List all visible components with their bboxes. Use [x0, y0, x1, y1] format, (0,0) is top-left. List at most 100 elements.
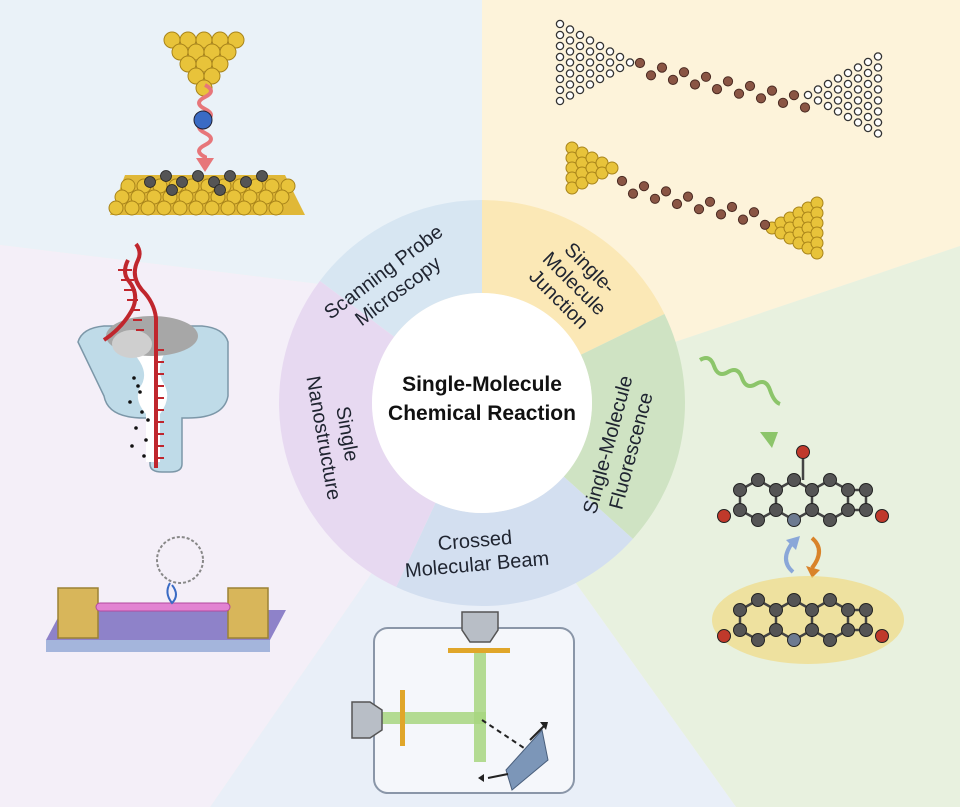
carbon-atom: [863, 90, 873, 100]
center-title-line1: Single-Molecule: [402, 373, 562, 396]
switch-arrow-orange-icon: [810, 536, 821, 570]
analyte-dot: [130, 444, 134, 448]
carbon-atom: [585, 80, 595, 89]
molecular-wire-icon: [616, 175, 771, 230]
gold-atom: [220, 200, 236, 216]
junction-illustration: [555, 19, 883, 260]
atom: [787, 513, 801, 527]
carbon-atom: [853, 107, 863, 116]
gold-atom: [236, 200, 252, 216]
analyte-dot: [134, 426, 138, 430]
atom: [787, 473, 801, 487]
beam-horizontal: [382, 712, 486, 724]
carbon-atom: [555, 52, 565, 62]
ring-segment-smf: [563, 314, 685, 539]
atom: [823, 473, 837, 487]
analyte-dot: [138, 390, 142, 394]
fluorophore-molecule-icon: [717, 445, 889, 527]
carbon-atom: [823, 90, 833, 100]
carbon-atom: [615, 63, 625, 73]
carbon-atom: [733, 88, 745, 99]
rotation-arrow-up-head-icon: [540, 722, 548, 730]
dna-base-pairs: [118, 269, 164, 459]
atom-icon: [193, 110, 213, 130]
electrode-left-icon: [57, 587, 99, 639]
oxygen-atom: [875, 629, 889, 643]
carbon-atom: [585, 58, 595, 67]
carbon-atom: [704, 196, 716, 207]
carbon-atom: [853, 85, 863, 94]
carbon-atom: [863, 57, 873, 67]
carbon-atom: [224, 170, 236, 182]
carbon-atom: [595, 74, 605, 84]
carbon-atom: [873, 85, 883, 94]
spm-illustration: [108, 31, 305, 216]
carbon-atom: [863, 68, 873, 78]
carbon-atom: [565, 91, 575, 100]
fluorescence-illustration: [698, 356, 904, 664]
ring-segment-smj: [482, 200, 665, 355]
carbon-atom: [555, 30, 565, 40]
gold-atom: [140, 200, 156, 216]
carbon-atom: [843, 68, 853, 78]
atom: [841, 603, 855, 617]
beam-vertical: [474, 650, 486, 762]
carbon-atom: [755, 93, 767, 104]
carbon-atom: [766, 85, 778, 96]
gold-atom: [211, 55, 229, 73]
rotation-arrow-down-head-icon: [478, 774, 484, 782]
carbon-atom: [689, 79, 701, 90]
skimmer-top-icon: [448, 648, 510, 653]
gold-atom: [605, 161, 619, 175]
carbon-atom: [853, 118, 863, 127]
atom: [805, 603, 819, 617]
atom: [769, 483, 783, 497]
carbon-atom: [214, 184, 226, 196]
gold-atom: [188, 200, 204, 216]
analyte-dot: [140, 410, 144, 414]
electrode-right-icon: [227, 587, 269, 639]
dna-strand-icon: [132, 242, 158, 468]
carbon-atom: [823, 101, 833, 111]
fluorophore-molecule-icon: [717, 593, 889, 647]
atom: [859, 623, 873, 637]
nanopore-illustration: [77, 242, 229, 473]
atom: [787, 633, 801, 647]
center-circle: [372, 293, 592, 513]
carbon-atom: [693, 204, 705, 215]
panel-spm: [0, 0, 482, 292]
skimmer-left-icon: [400, 690, 405, 746]
carbon-atom: [715, 209, 727, 220]
carbon-atom: [863, 123, 873, 133]
carbon-atom: [726, 201, 738, 213]
carbon-atom: [565, 80, 575, 89]
switch-arrow-orange-head-icon: [806, 566, 820, 578]
carbon-atom: [873, 52, 883, 61]
rotation-arrow-up: [529, 725, 545, 741]
carbon-atom: [575, 63, 585, 73]
carbon-atom: [823, 79, 833, 89]
enzyme-highlight: [112, 330, 152, 358]
molecular-wire-icon: [634, 57, 811, 113]
atom: [751, 473, 765, 487]
carbon-atom: [575, 85, 585, 95]
atom: [805, 483, 819, 497]
carbon-atom: [605, 47, 615, 56]
center-title-line2: Chemical Reaction: [388, 402, 576, 425]
carbon-atom: [777, 97, 789, 109]
atom: [733, 503, 747, 517]
atom: [751, 513, 765, 527]
analyte-dot: [146, 418, 150, 422]
carbon-atom: [833, 85, 843, 94]
carbon-atom: [192, 170, 204, 182]
ring-segment-sn: [278, 280, 436, 587]
gold-atom: [124, 200, 140, 216]
carbon-atom: [744, 80, 756, 92]
analyte-dot: [128, 400, 132, 404]
carbon-atom: [682, 191, 694, 202]
carbon-atom: [256, 170, 268, 182]
carbon-atom: [595, 41, 605, 51]
atom: [841, 503, 855, 517]
